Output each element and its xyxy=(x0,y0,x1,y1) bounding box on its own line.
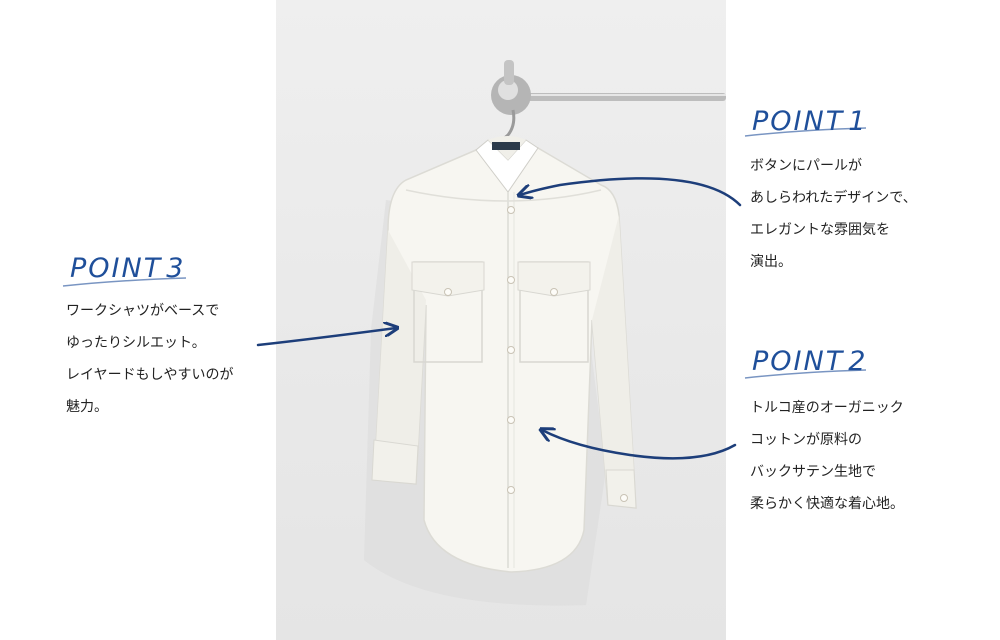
product-photo xyxy=(276,0,726,640)
point-2-description: トルコ産のオーガニック コットンが原料の バックサテン生地で 柔らかく快適な着心… xyxy=(750,400,904,512)
point-1-description: ボタンにパールが あしらわれたデザインで、 エレガントな雰囲気を 演出。 xyxy=(750,158,917,270)
point-3-description: ワークシャツがベースで ゆったりシルエット。 レイヤードもしやすいのが 魅力。 xyxy=(66,303,234,415)
shirt-illustration xyxy=(364,60,726,606)
hanger-hook xyxy=(495,109,516,147)
pearl-buttons xyxy=(444,206,628,502)
